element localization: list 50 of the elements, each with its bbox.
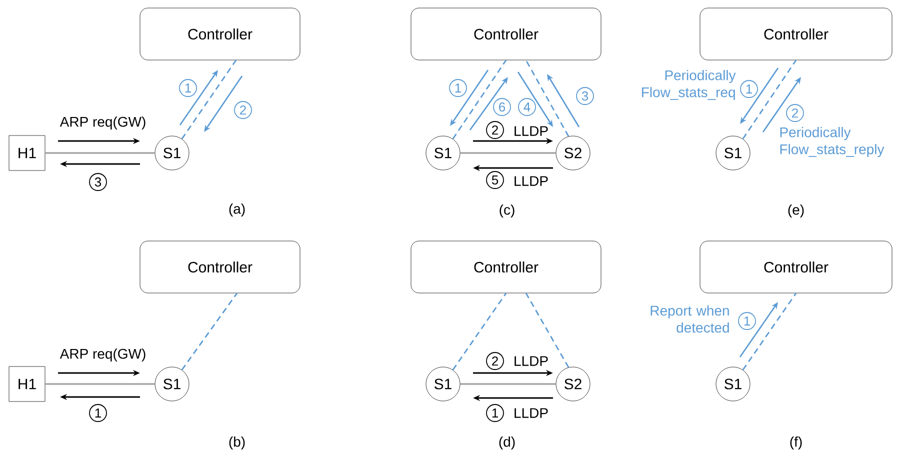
callout-number: 2 [486,352,504,370]
callout-number: 5 [486,171,504,189]
message-label: LLDP [514,176,548,186]
control-channel-line [525,292,570,368]
callout-number: 1 [486,404,504,422]
control-channel-line [452,60,507,140]
link-line [45,383,155,385]
panel-caption: (f) [790,436,802,450]
callout-number: 1 [89,404,107,422]
panel-caption: (e) [788,204,804,218]
controller-box: Controller [700,8,892,60]
control-channel-line [181,60,237,140]
panel-caption: (c) [500,204,514,218]
controller-box: Controller [410,240,602,294]
controller-box: Controller [700,240,892,294]
link-line [460,383,556,385]
control-channel-line [525,60,570,137]
callout-number: 4 [518,98,536,116]
link-line [45,152,155,154]
annotation-text: Report when detected [650,305,729,333]
callout-number: 1 [179,79,197,97]
message-label: ARP req(GW) [60,348,146,362]
controller-box: Controller [410,8,602,60]
host-box: H1 [8,366,46,402]
callout-number: 2 [234,101,252,119]
control-channel-line [742,292,797,370]
controller-box: Controller [140,8,300,60]
panel-caption: (d) [499,436,515,450]
callout-number: 1 [449,79,467,97]
control-channel-line [742,60,797,140]
message-label: LLDP [514,356,548,366]
panel-caption: (b) [229,436,245,450]
message-label: ARP req(GW) [60,116,146,130]
control-channel-line [181,292,238,370]
callout-number: 3 [576,87,594,105]
host-box: H1 [8,135,46,171]
annotation-text: Periodically Flow_stats_reply [780,126,884,158]
callout-number: 2 [486,121,504,139]
callout-number: 6 [493,98,511,116]
controller-box: Controller [140,240,300,294]
callout-number: 1 [740,80,758,98]
message-label: LLDP [514,126,548,136]
control-channel-line [452,292,507,370]
link-line [460,152,556,154]
panel-caption: (a) [229,203,245,217]
message-label: LLDP [514,408,548,418]
callout-number: 1 [738,312,756,330]
callout-number: 2 [786,104,804,122]
callout-number: 3 [89,173,107,191]
annotation-text: Periodically Flow_stats_req [642,70,736,100]
